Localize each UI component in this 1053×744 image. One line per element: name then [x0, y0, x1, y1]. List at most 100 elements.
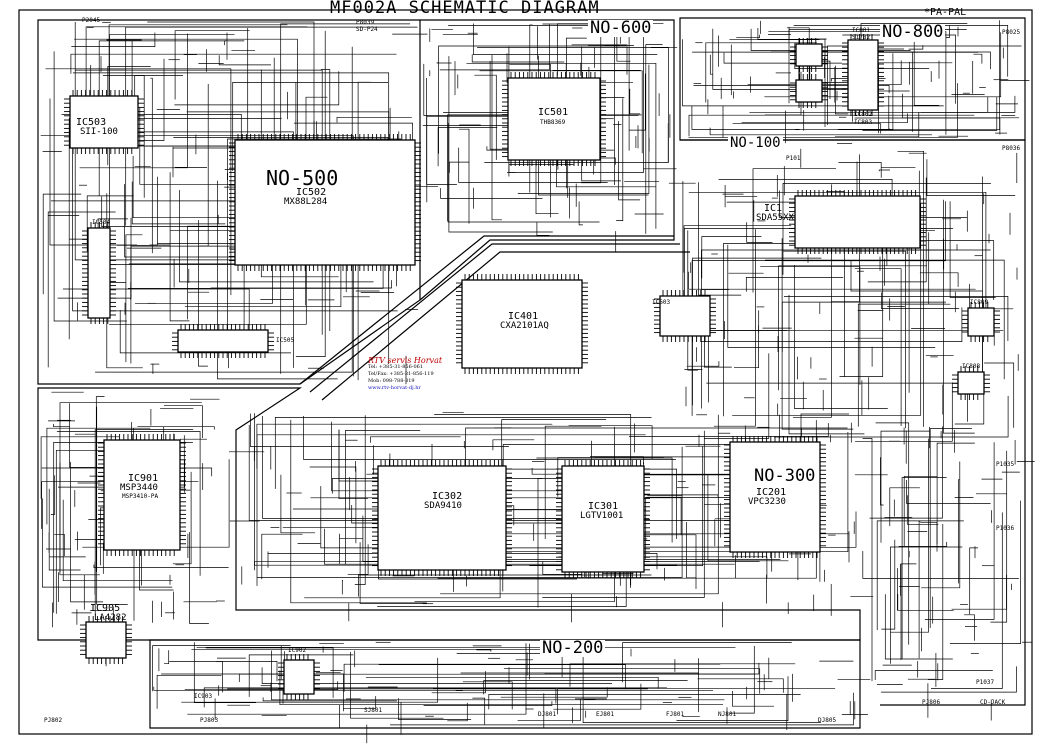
- wire-segment: [578, 201, 583, 226]
- wire-segment: [164, 650, 170, 665]
- wire-segment: [881, 539, 896, 630]
- ic301-part: LGTV1001: [580, 511, 624, 521]
- wire-segment: [184, 681, 339, 691]
- wire-segment: [447, 123, 600, 223]
- wire-segment: [449, 468, 677, 539]
- wire-segment: [778, 265, 927, 391]
- wire-segment: [218, 55, 271, 66]
- wire-segment: [42, 498, 173, 588]
- wire-segment: [745, 277, 844, 292]
- wire-segment: [874, 670, 993, 680]
- wire-segment: [688, 271, 976, 290]
- wire-segment: [46, 427, 151, 525]
- wire-segment: [347, 544, 369, 575]
- wire-segment: [687, 230, 698, 371]
- ref-p1037: P1037: [976, 679, 995, 686]
- section-label-no500: NO-500: [264, 166, 341, 190]
- wire-segment: [629, 423, 829, 437]
- ic503-part: SII-100: [80, 127, 118, 137]
- wire-segment: [691, 260, 790, 416]
- wire-segment: [568, 425, 653, 460]
- ref-p8025: P8025: [1002, 29, 1021, 36]
- wire-segment: [536, 222, 550, 236]
- wire-segment: [688, 191, 987, 327]
- wire-segment: [224, 40, 227, 46]
- wire-segment: [571, 44, 628, 75]
- wire-segment: [42, 193, 82, 295]
- wire-segment: [40, 436, 120, 499]
- wire-segment: [616, 98, 624, 221]
- wire-segment: [906, 495, 939, 525]
- wire-segment: [857, 303, 946, 427]
- wire-segment: [862, 97, 998, 131]
- wire-segment: [838, 162, 882, 178]
- diagonal-bus-3: [321, 251, 690, 401]
- wire-segment: [736, 34, 760, 39]
- wire-segment: [897, 150, 924, 427]
- wire-segment: [686, 361, 720, 367]
- wire-segment: [676, 676, 789, 721]
- wire-segment: [683, 225, 792, 273]
- wire-segment: [181, 657, 439, 703]
- wire-segment: [783, 250, 906, 429]
- ic502-ref: IC502: [296, 187, 327, 198]
- wire-segment: [890, 546, 963, 664]
- wire-segment: [354, 415, 366, 585]
- wire-segment: [869, 426, 943, 519]
- wire-segment: [199, 84, 209, 247]
- ref-ic603: IC603: [652, 299, 671, 306]
- wire-segment: [701, 249, 991, 409]
- wire-segment: [262, 416, 650, 519]
- wire-segment: [79, 33, 188, 169]
- wire-segment: [990, 450, 1008, 623]
- wire-segment: [741, 113, 908, 124]
- ic301-ref: IC301: [588, 501, 619, 512]
- wire-segment: [774, 395, 1009, 438]
- wire-segment: [897, 568, 954, 611]
- wire-segment: [492, 439, 535, 451]
- ic201-ref: IC201: [756, 487, 787, 498]
- wire-segment: [96, 406, 128, 605]
- wire-segment: [214, 173, 228, 335]
- ic501-ref: IC501: [538, 107, 569, 118]
- ref-pj803: PJ803: [200, 717, 219, 724]
- ref-dj805: DJ805: [818, 717, 837, 724]
- wire-segment: [788, 294, 865, 435]
- wire-segment: [365, 676, 659, 689]
- ref-ic808: IC808: [962, 363, 981, 370]
- stamp-tel: Tel: +385-31-856-061: [368, 364, 424, 370]
- wire-segment: [133, 544, 136, 621]
- wire-segment: [557, 457, 664, 497]
- stamp-title: RTV servis Horvat: [368, 356, 443, 365]
- stamp-telfax: Tel/Fax: +385-31-856-119: [368, 371, 434, 377]
- wire-segment: [984, 362, 1015, 428]
- wire-segment: [336, 116, 412, 123]
- ic401-body: [461, 279, 583, 369]
- ref-ic505: IC505: [276, 337, 295, 344]
- wire-segment: [343, 696, 377, 710]
- ref-pj802: PJ802: [44, 717, 63, 724]
- wire-segment: [945, 25, 950, 38]
- wire-segment: [437, 127, 498, 167]
- wire-segment: [880, 430, 931, 543]
- wire-segment: [964, 614, 975, 641]
- wire-segment: [768, 31, 947, 135]
- wire-segment: [781, 301, 946, 352]
- wire-segment: [854, 117, 1001, 135]
- wire-segment: [54, 533, 65, 556]
- wire-segment: [68, 118, 282, 340]
- wire-segment: [161, 673, 344, 712]
- wire-segment: [261, 533, 303, 580]
- wire-segment: [343, 663, 721, 692]
- wire-segment: [290, 419, 427, 604]
- wire-segment: [929, 428, 972, 628]
- wire-segment: [341, 579, 343, 595]
- wire-segment: [473, 23, 658, 55]
- wire-segment: [448, 56, 553, 233]
- wire-segment: [45, 68, 232, 296]
- ic801-body: [847, 39, 879, 111]
- wire-segment: [839, 197, 884, 377]
- ic502-part: MX88L284: [284, 197, 328, 207]
- wire-segment: [902, 93, 1020, 119]
